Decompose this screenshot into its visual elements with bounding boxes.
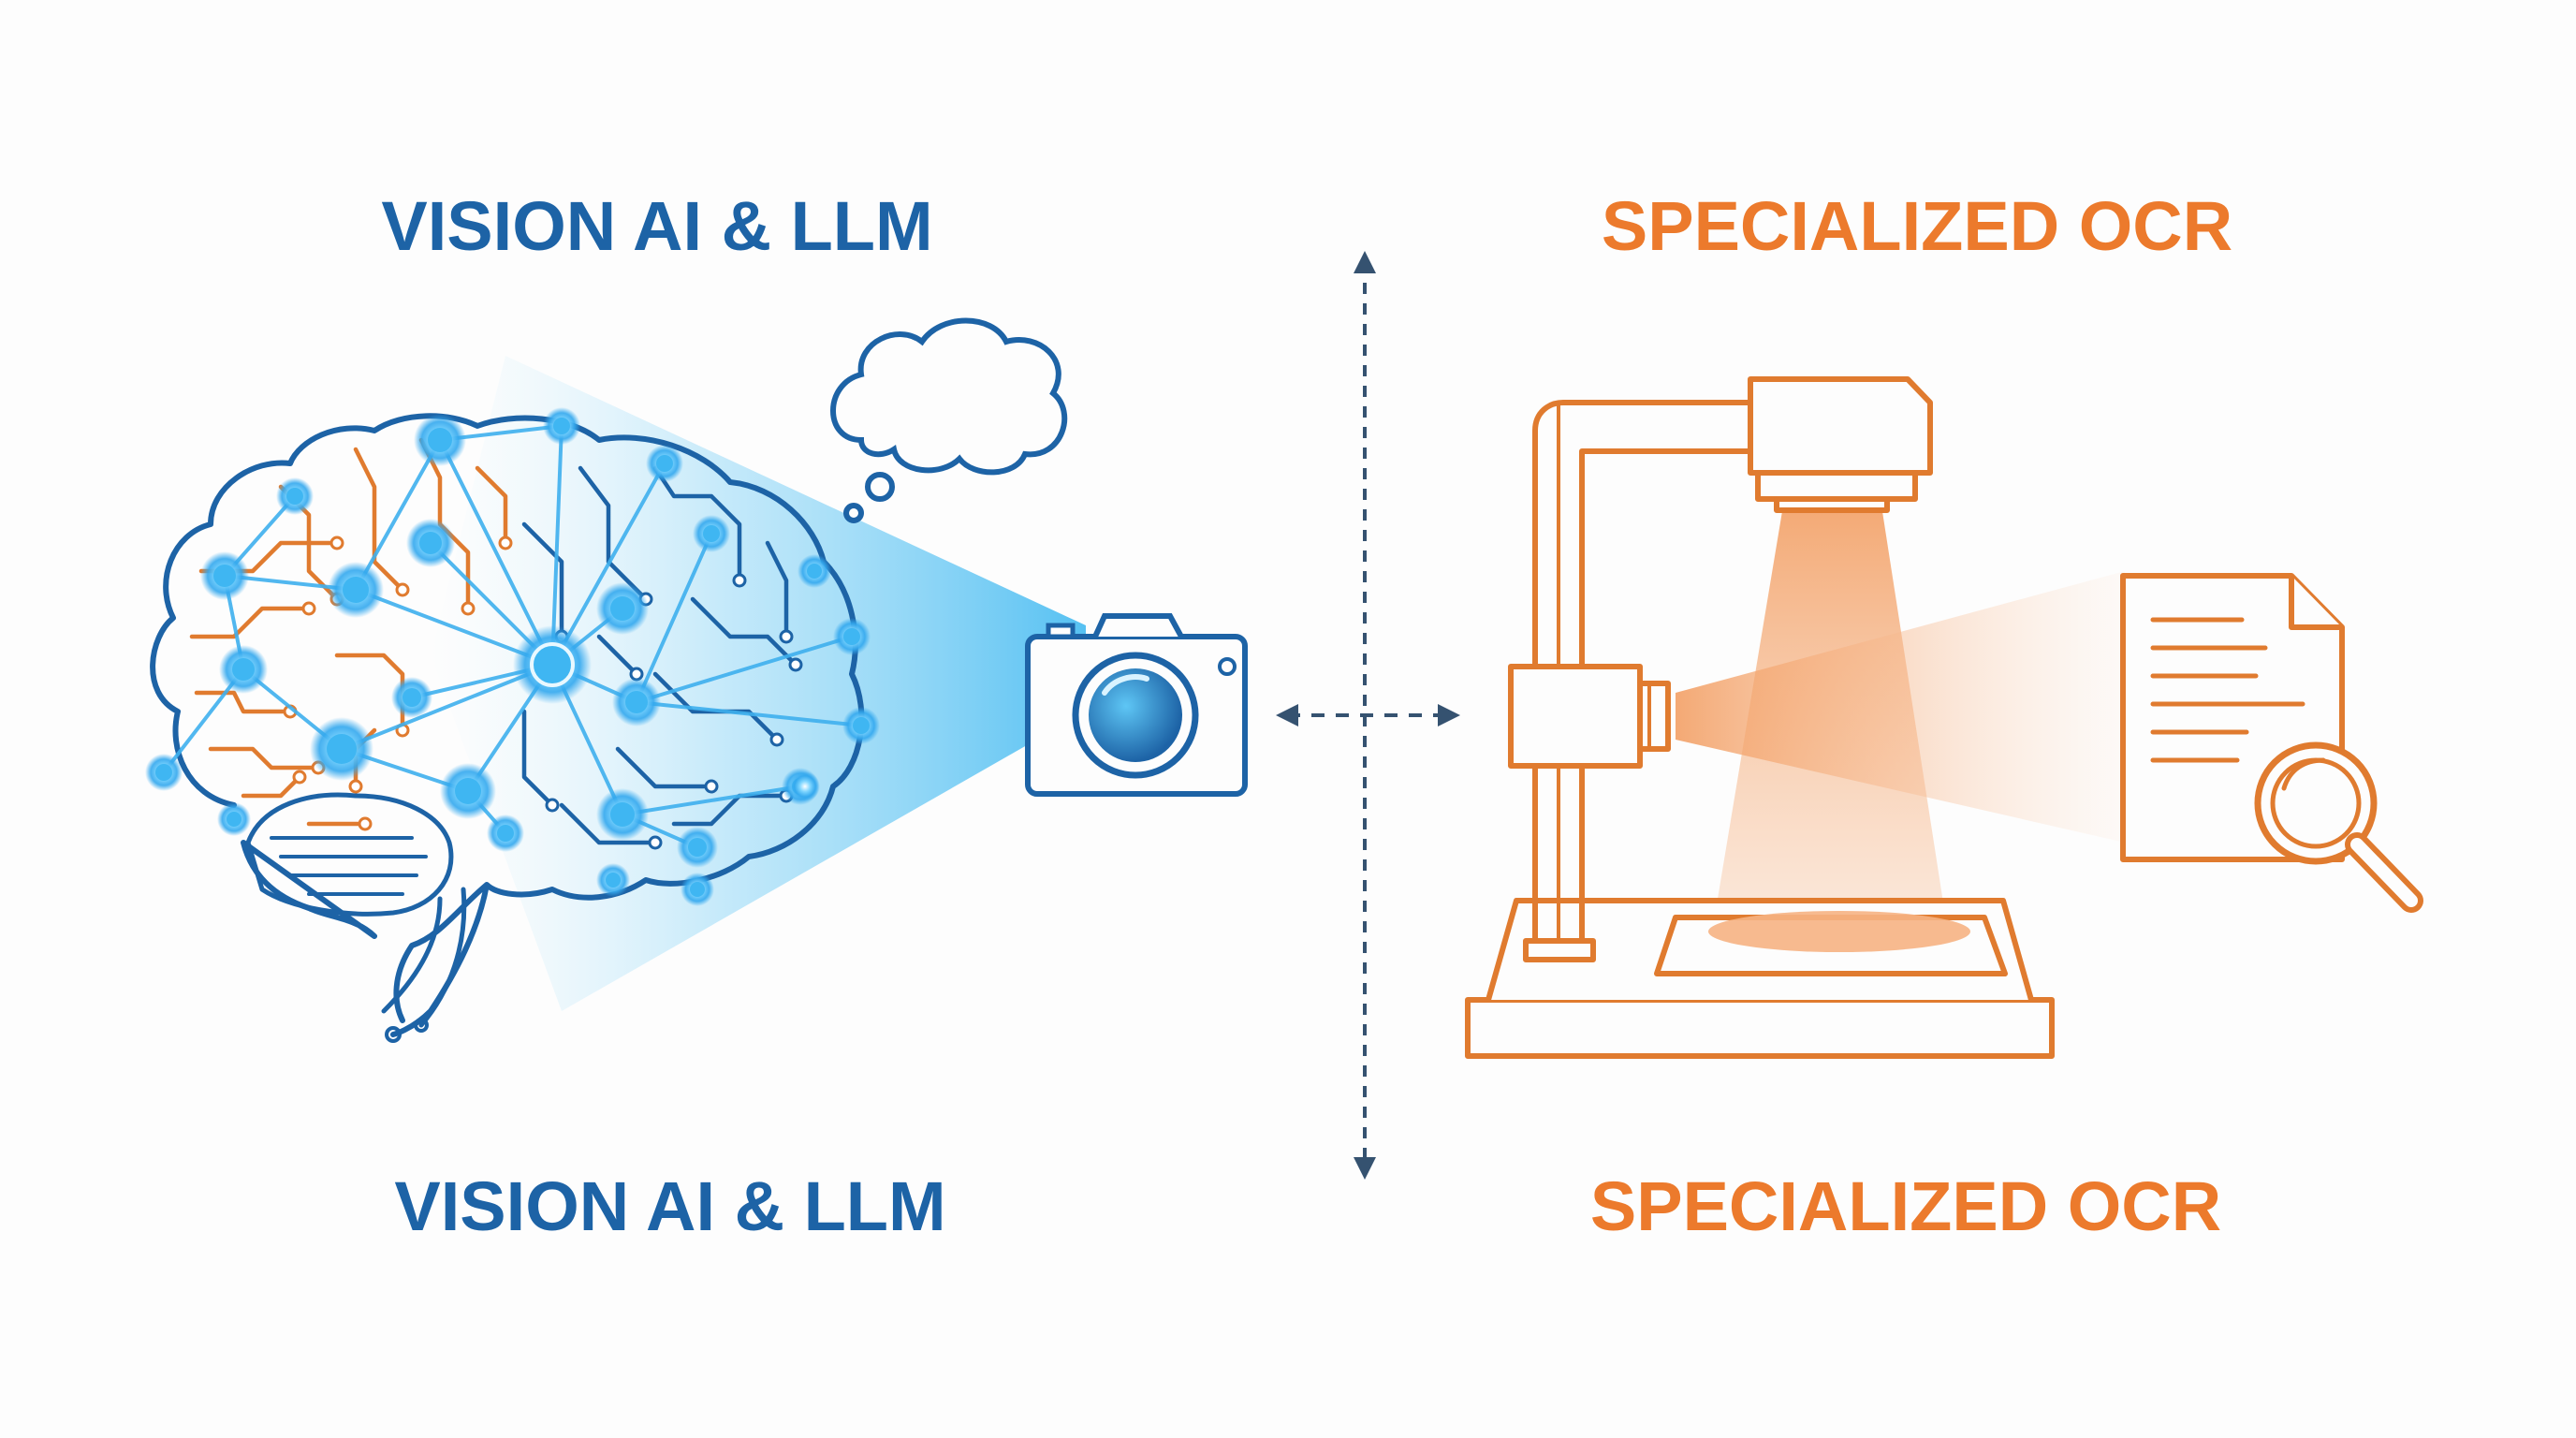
vision-ai-title-bottom: VISION AI & LLM: [394, 1167, 946, 1245]
camera-icon: [1025, 613, 1248, 797]
vision-ai-title-top: VISION AI & LLM: [381, 187, 933, 265]
circuit-brain-icon: [145, 407, 880, 1043]
specialized-ocr-title-bottom: SPECIALIZED OCR: [1589, 1167, 2222, 1245]
thought-bubble-icon: [830, 317, 1068, 523]
side-light-beam: [1676, 571, 2125, 843]
magnifier-icon: [2254, 741, 2423, 913]
network-nodes: [145, 407, 880, 906]
specialized-ocr-title-top: SPECIALIZED OCR: [1601, 187, 2233, 265]
document-scanner-icon: [1465, 376, 2055, 1059]
vision-beam: [431, 356, 1086, 1011]
